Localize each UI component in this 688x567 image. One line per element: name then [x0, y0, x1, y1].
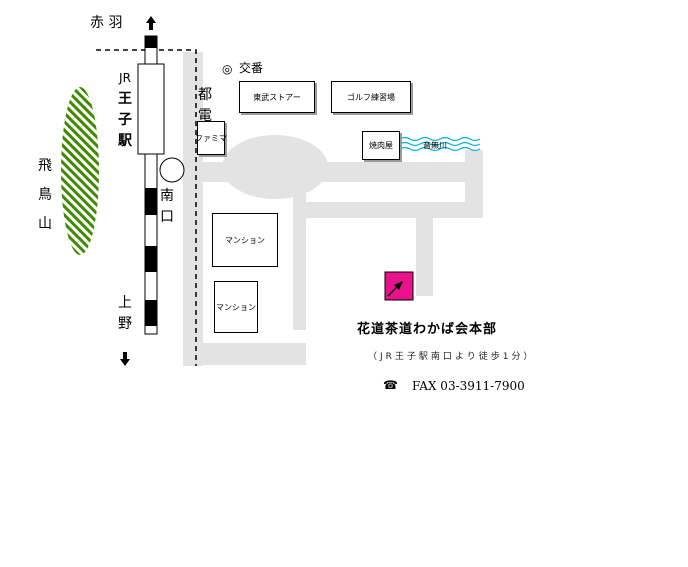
label-golf-range: ゴルフ練習場: [347, 92, 395, 102]
label-asukayama-char: 鳥: [38, 187, 52, 203]
road-bottom: [183, 343, 306, 365]
label-asukayama: 飛 鳥 山: [36, 152, 54, 239]
label-ueno-char: 上: [118, 295, 132, 311]
label-station-char: 王: [118, 91, 132, 107]
south-exit-circle: [159, 157, 185, 183]
roads: [183, 52, 483, 366]
label-toden-char: 電: [198, 108, 212, 124]
building-golf-range: ゴルフ練習場: [331, 81, 411, 113]
road-right-stub: [465, 150, 483, 204]
label-river: 音無川: [423, 141, 447, 150]
label-station-char: JR: [119, 71, 131, 85]
river: [399, 136, 481, 152]
label-mansion-1: マンション: [225, 235, 265, 245]
building-tobu-store: 東武ストアー: [239, 81, 315, 113]
asukayama-hill: [61, 87, 99, 255]
label-south-exit: 南 口: [158, 186, 176, 228]
label-south-exit-char: 南: [160, 188, 174, 204]
label-mansion-2: マンション: [216, 302, 256, 312]
destination-walk-note: （JR王子駅南口より徒歩1分）: [368, 352, 536, 362]
phone-icon: ☎: [383, 378, 398, 392]
label-toden-char: 都: [198, 87, 212, 103]
koban-icon: ◎: [222, 62, 233, 76]
destination-title: 花道茶道わかば会本部: [357, 322, 498, 337]
label-station-char: 子: [118, 112, 132, 128]
road-horizontal-lower: [305, 202, 483, 218]
building-familymart: ファミマ: [195, 121, 227, 155]
building-mansion-1: マンション: [212, 213, 278, 267]
roundabout: [222, 135, 328, 199]
road-vertical-center: [293, 180, 306, 330]
label-ueno-char: 野: [118, 316, 132, 332]
boundary-dashed-line: [96, 49, 197, 366]
label-toden: 都 電: [196, 85, 214, 127]
arrow-up-icon: [146, 16, 156, 30]
label-akabane: 赤 羽: [90, 15, 123, 31]
fax-number: FAX 03-3911-7900: [412, 379, 525, 393]
label-asukayama-char: 飛: [38, 158, 52, 174]
road-vertical-right: [416, 202, 433, 296]
label-jr-oji-station: JR 王 子 駅: [116, 68, 134, 152]
label-asukayama-char: 山: [38, 216, 52, 232]
station-building: [137, 63, 165, 155]
label-ueno: 上 野: [116, 293, 134, 335]
label-familymart: ファミマ: [195, 133, 227, 143]
label-koban: 交番: [239, 61, 264, 75]
destination-pointer-head: [394, 281, 403, 290]
label-station-char: 駅: [118, 133, 132, 149]
building-mansion-2: マンション: [214, 281, 258, 333]
label-shop: 焼肉屋: [369, 141, 393, 150]
building-shop: 焼肉屋: [362, 131, 400, 160]
label-south-exit-char: 口: [160, 209, 174, 225]
arrow-down-icon: [120, 352, 130, 366]
label-tobu-store: 東武ストアー: [253, 92, 301, 102]
